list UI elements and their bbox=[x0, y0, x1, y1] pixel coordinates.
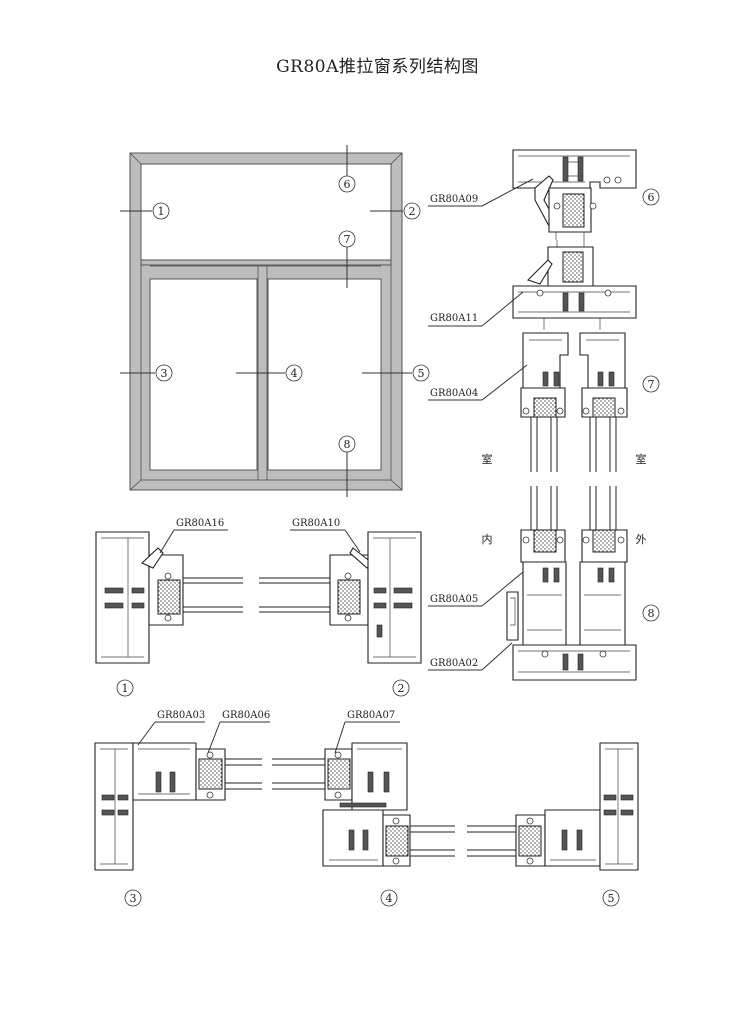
elevation-markers: 1 2 3 4 5 6 7 8 bbox=[120, 145, 430, 497]
part-code-gr80a11: GR80A11 bbox=[430, 313, 478, 324]
section-1-drawing bbox=[95, 531, 243, 664]
part-code-gr80a04: GR80A04 bbox=[430, 388, 478, 399]
part-code-gr80a07: GR80A07 bbox=[347, 710, 395, 721]
marker-1-label: 1 bbox=[158, 205, 165, 218]
part-code-gr80a10: GR80A10 bbox=[292, 518, 340, 529]
fixed-transom-pane bbox=[140, 163, 392, 261]
marker-5 bbox=[412, 364, 430, 382]
section-4-label: 4 bbox=[386, 892, 393, 905]
marker-8-label: 8 bbox=[344, 438, 351, 451]
window-elevation bbox=[129, 152, 403, 491]
marker-7-label: 7 bbox=[344, 233, 351, 246]
section-5-drawing bbox=[467, 742, 639, 871]
part-code-gr80a02: GR80A02 bbox=[430, 658, 478, 669]
marker-5-label: 5 bbox=[418, 367, 425, 380]
section-7-marker bbox=[642, 375, 660, 393]
section-3-drawing bbox=[94, 742, 262, 871]
section-8-marker bbox=[642, 604, 660, 622]
section-1-marker bbox=[116, 679, 134, 697]
marker-6 bbox=[338, 175, 356, 193]
marker-2 bbox=[403, 202, 421, 220]
section-3-label: 3 bbox=[130, 892, 137, 905]
section-2-marker bbox=[392, 679, 410, 697]
section-5-marker bbox=[602, 889, 620, 907]
marker-3-label: 3 bbox=[161, 367, 168, 380]
marker-4 bbox=[285, 364, 303, 382]
right-column-callouts: GR80A09 GR80A11 GR80A04 GR80A05 GR80A02 … bbox=[428, 178, 660, 671]
section-4-drawing bbox=[272, 742, 455, 867]
part-code-gr80a16: GR80A16 bbox=[176, 518, 224, 529]
marker-3 bbox=[155, 364, 173, 382]
marker-4-label: 4 bbox=[291, 367, 298, 380]
indoor-label-top: 室 bbox=[482, 452, 493, 466]
marker-1 bbox=[152, 202, 170, 220]
part-code-gr80a03: GR80A03 bbox=[157, 710, 205, 721]
section-5-label: 5 bbox=[608, 892, 615, 905]
section-2-drawing bbox=[259, 531, 422, 664]
part-code-gr80a06: GR80A06 bbox=[222, 710, 270, 721]
section-4-marker bbox=[380, 889, 398, 907]
section-7-label: 7 bbox=[648, 378, 655, 391]
outdoor-label-bottom: 外 bbox=[636, 533, 647, 546]
part-code-gr80a09: GR80A09 bbox=[430, 194, 478, 205]
section-7-drawing bbox=[512, 240, 637, 472]
right-sash-pane bbox=[267, 278, 382, 471]
outdoor-label-top: 室 bbox=[636, 452, 647, 466]
section-6-drawing bbox=[512, 149, 637, 240]
part-code-gr80a05: GR80A05 bbox=[430, 594, 478, 605]
section-1-label: 1 bbox=[122, 682, 129, 695]
section-6-label: 6 bbox=[648, 191, 655, 204]
row2-callouts: GR80A16 GR80A10 1 2 bbox=[116, 518, 410, 697]
indoor-label-bottom: 内 bbox=[482, 532, 493, 546]
section-8-drawing bbox=[506, 486, 637, 681]
marker-6-label: 6 bbox=[344, 178, 351, 191]
section-6-marker bbox=[642, 188, 660, 206]
marker-2-label: 2 bbox=[409, 205, 416, 218]
page-title: GR80A推拉窗系列结构图 bbox=[276, 57, 479, 77]
row3-callouts: GR80A03 GR80A06 GR80A07 3 4 5 bbox=[124, 710, 620, 907]
section-3-marker bbox=[124, 889, 142, 907]
section-2-label: 2 bbox=[398, 682, 405, 695]
section-8-label: 8 bbox=[648, 607, 655, 620]
transom-bar bbox=[140, 259, 392, 266]
